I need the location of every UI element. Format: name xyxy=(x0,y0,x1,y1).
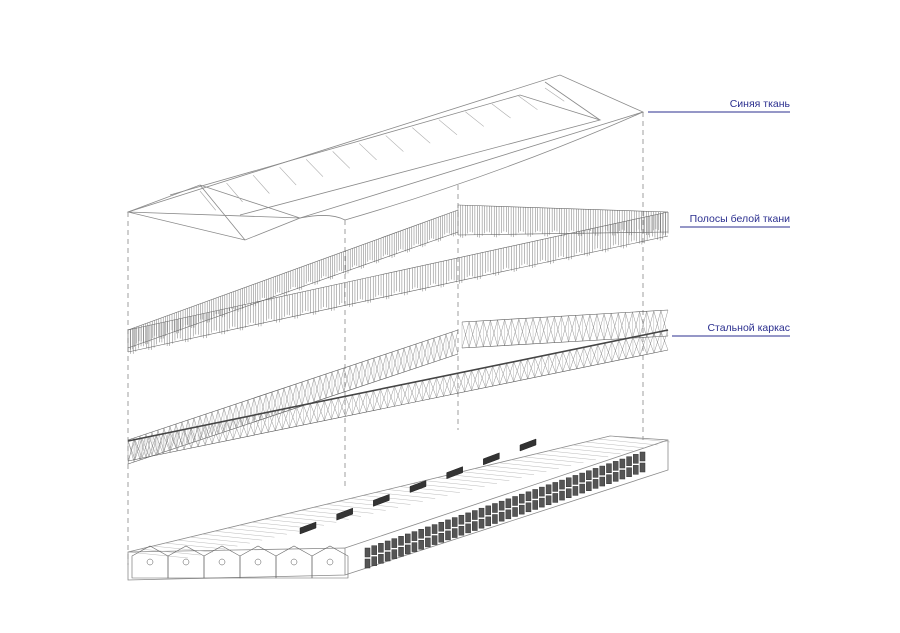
callout-steel-frame: Стальной каркас xyxy=(672,322,790,337)
blue-fabric-roof-layer xyxy=(126,74,645,241)
building-base-layer xyxy=(127,435,671,581)
steel-frame-layer xyxy=(127,309,669,465)
callout-label-white-fabric-strips: Полосы белой ткани xyxy=(690,213,790,225)
callout-white-fabric-strips: Полосы белой ткани xyxy=(680,213,790,228)
callout-label-blue-fabric: Синяя ткань xyxy=(730,98,791,110)
callout-label-steel-frame: Стальной каркас xyxy=(707,322,790,334)
white-fabric-strips-layer xyxy=(127,204,669,354)
callout-blue-fabric: Синяя ткань xyxy=(648,98,791,113)
